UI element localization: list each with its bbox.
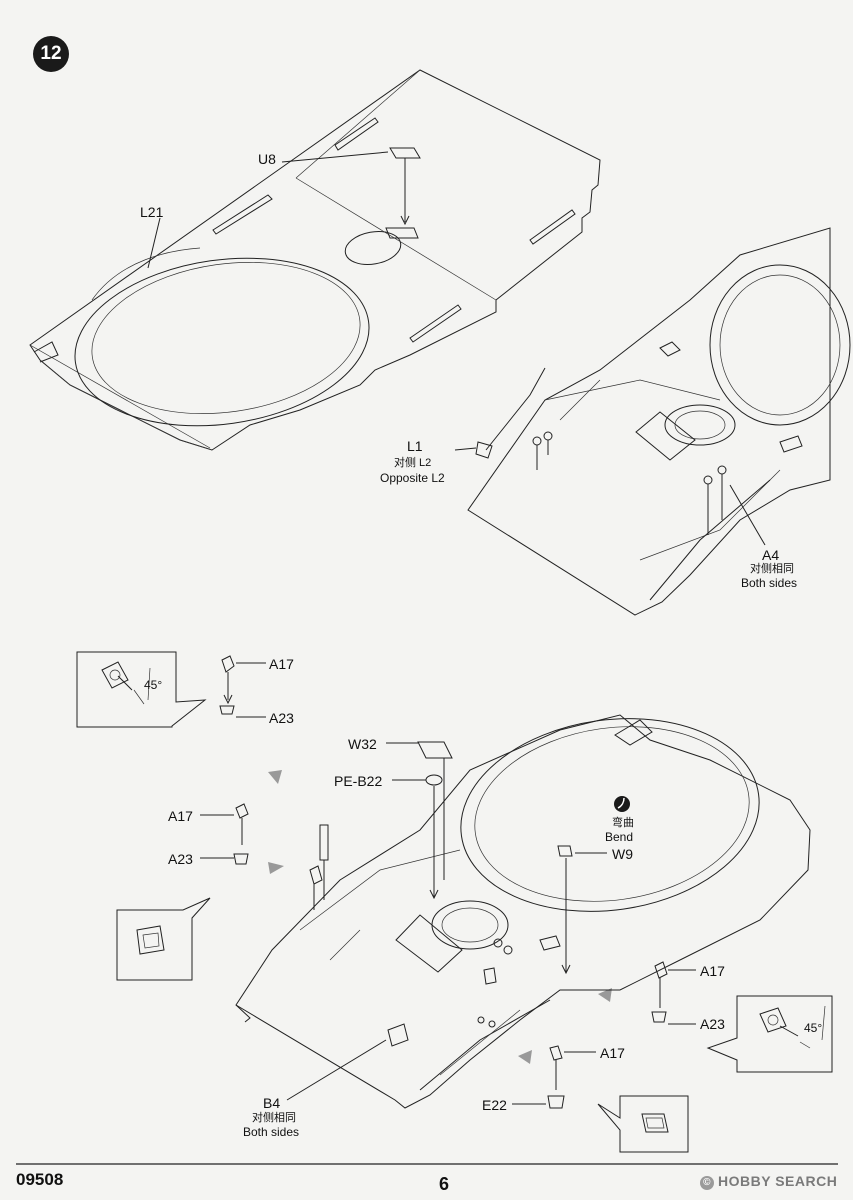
label-bend-cn: 弯曲 <box>612 817 634 829</box>
label-a4: A4 <box>762 547 780 563</box>
label-w9: W9 <box>612 846 633 862</box>
bend-icon <box>614 796 630 812</box>
label-angle-right: 45° <box>804 1021 823 1035</box>
label-a4-en: Both sides <box>741 576 798 590</box>
label-b4-cn: 对侧相同 <box>252 1112 296 1124</box>
product-code: 09508 <box>16 1170 64 1189</box>
label-w32: W32 <box>348 736 377 752</box>
watermark-text: HOBBY SEARCH <box>718 1173 838 1189</box>
callout-detail-bottom-right <box>597 1095 689 1153</box>
callout-detail-left <box>116 897 211 981</box>
label-e22: E22 <box>482 1097 507 1113</box>
hull-right-top <box>454 227 851 616</box>
label-a17-right: A17 <box>700 963 725 979</box>
callout-angle-right <box>706 995 833 1073</box>
label-angle-left: 45° <box>144 678 163 692</box>
watermark: © HOBBY SEARCH <box>700 1173 837 1190</box>
label-u8: U8 <box>258 151 276 167</box>
label-a23-right: A23 <box>700 1016 725 1032</box>
label-l1-cn: 对侧 L2 <box>394 457 432 469</box>
watermark-logo-icon: © <box>700 1176 714 1190</box>
label-a17-left: A17 <box>168 808 193 824</box>
assembly-arrow-icon <box>268 770 612 1064</box>
label-l1: L1 <box>407 438 423 454</box>
label-a4-cn: 对侧相同 <box>750 563 794 575</box>
hull-bottom-main <box>200 714 811 1109</box>
page-number: 6 <box>439 1174 450 1194</box>
label-a17-top: A17 <box>269 656 294 672</box>
label-peb22: PE-B22 <box>334 773 383 789</box>
step-badge: 12 <box>33 36 69 72</box>
label-l1-en: Opposite L2 <box>380 471 445 485</box>
callout-angle-left <box>76 651 266 728</box>
label-a23-top: A23 <box>269 710 294 726</box>
label-b4-en: Both sides <box>243 1125 300 1139</box>
label-bend-en: Bend <box>605 830 634 844</box>
label-a23-left: A23 <box>168 851 193 867</box>
label-l21: L21 <box>140 204 164 220</box>
hull-floor-top <box>29 69 601 451</box>
label-a17-bottom: A17 <box>600 1045 625 1061</box>
label-b4: B4 <box>263 1095 281 1111</box>
